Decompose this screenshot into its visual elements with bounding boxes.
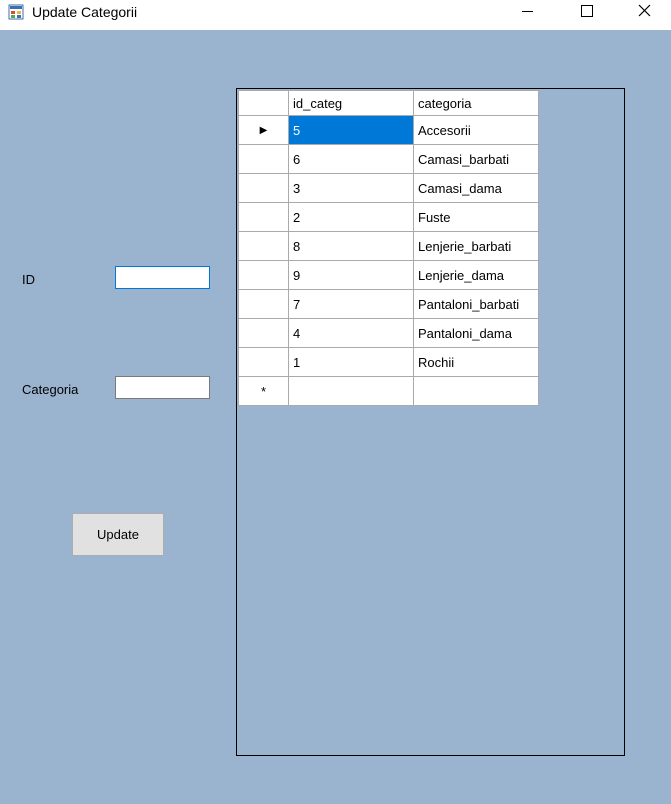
row-header[interactable] xyxy=(238,260,289,290)
cell-id-categ[interactable]: 2 xyxy=(288,202,414,232)
cell-id-categ[interactable] xyxy=(288,376,414,406)
cell-id-categ[interactable]: 1 xyxy=(288,347,414,377)
cell-categoria[interactable]: Camasi_dama xyxy=(413,173,539,203)
cell-id-categ[interactable]: 8 xyxy=(288,231,414,261)
close-icon xyxy=(638,4,651,17)
categoria-label: Categoria xyxy=(22,382,79,397)
cell-id-categ[interactable]: 3 xyxy=(288,173,414,203)
cell-categoria[interactable]: Accesorii xyxy=(413,115,539,145)
column-header-categoria[interactable]: categoria xyxy=(413,90,539,116)
id-label: ID xyxy=(22,272,35,287)
cell-id-categ[interactable]: 7 xyxy=(288,289,414,319)
row-header[interactable] xyxy=(238,173,289,203)
cell-id-categ[interactable]: 5 xyxy=(288,115,414,145)
cell-id-categ[interactable]: 9 xyxy=(288,260,414,290)
form-client-area: ID Categoria Update id_categ categoria ▶… xyxy=(0,30,671,804)
cell-id-categ[interactable]: 4 xyxy=(288,318,414,348)
categoria-input[interactable] xyxy=(115,376,210,399)
cell-categoria[interactable]: Camasi_barbati xyxy=(413,144,539,174)
minimize-button[interactable] xyxy=(504,0,550,30)
cell-categoria[interactable] xyxy=(413,376,539,406)
grid-corner-cell[interactable] xyxy=(238,90,289,116)
title-bar[interactable]: Update Categorii xyxy=(0,0,671,30)
cell-categoria[interactable]: Fuste xyxy=(413,202,539,232)
row-header[interactable] xyxy=(238,202,289,232)
cell-id-categ[interactable]: 6 xyxy=(288,144,414,174)
column-header-id-categ[interactable]: id_categ xyxy=(288,90,414,116)
row-header[interactable]: ▶ xyxy=(238,115,289,145)
cell-categoria[interactable]: Lenjerie_barbati xyxy=(413,231,539,261)
current-row-indicator-icon: ▶ xyxy=(259,124,268,136)
cell-categoria[interactable]: Lenjerie_dama xyxy=(413,260,539,290)
row-header[interactable] xyxy=(238,231,289,261)
row-header[interactable] xyxy=(238,144,289,174)
maximize-button[interactable] xyxy=(564,0,610,30)
row-header[interactable]: * xyxy=(238,376,289,406)
cell-categoria[interactable]: Pantaloni_barbati xyxy=(413,289,539,319)
update-button[interactable]: Update xyxy=(72,513,164,556)
id-input[interactable] xyxy=(115,266,210,289)
maximize-icon xyxy=(581,5,593,17)
new-row-indicator-icon: * xyxy=(260,383,267,399)
close-button[interactable] xyxy=(622,0,668,30)
row-header[interactable] xyxy=(238,318,289,348)
form-window-icon xyxy=(8,4,24,20)
new-row[interactable]: * xyxy=(238,376,539,406)
minimize-icon xyxy=(522,11,533,12)
cell-categoria[interactable]: Rochii xyxy=(413,347,539,377)
grid-header-row: id_categ categoria xyxy=(238,90,539,116)
row-header[interactable] xyxy=(238,289,289,319)
cell-categoria[interactable]: Pantaloni_dama xyxy=(413,318,539,348)
row-header[interactable] xyxy=(238,347,289,377)
window-title: Update Categorii xyxy=(32,4,138,20)
